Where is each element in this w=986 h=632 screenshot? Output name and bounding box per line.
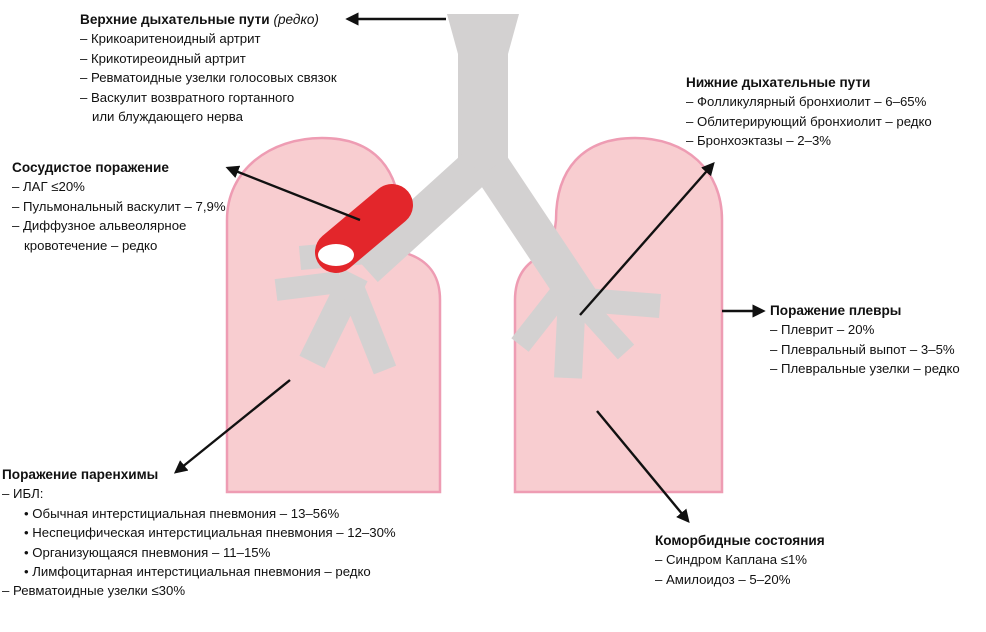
pleura-block: Поражение плевры – Плеврит – 20% – Плевр… xyxy=(770,301,960,379)
upper-airways-block: Верхние дыхательные пути (редко) – Крико… xyxy=(80,10,337,126)
upper-airways-item: – Васкулит возвратного гортанного xyxy=(80,89,295,105)
comorbid-block: Коморбидные состояния – Синдром Каплана … xyxy=(655,531,825,589)
pleura-title: Поражение плевры xyxy=(770,303,902,318)
comorbid-item: – Синдром Каплана ≤1% xyxy=(655,552,808,568)
upper-airways-item: – Крикоаритеноидный артрит xyxy=(80,31,261,47)
lower-airways-block: Нижние дыхательные пути – Фолликулярный … xyxy=(686,73,932,151)
comorbid-item: – Амилоидоз – 5–20% xyxy=(655,571,791,587)
right-lateral-branch xyxy=(584,288,661,318)
ild-item: • Лимфоцитарная интерстициальная пневмон… xyxy=(24,564,371,580)
comorbid-title: Коморбидные состояния xyxy=(655,533,825,548)
lower-airways-title: Нижние дыхательные пути xyxy=(686,75,871,90)
larynx xyxy=(447,14,519,54)
vascular-title: Сосудистое поражение xyxy=(12,160,169,175)
arrow-comorbid xyxy=(596,410,690,524)
right-middle-branch xyxy=(579,302,635,360)
upper-airways-item: – Крикотиреоидный артрит xyxy=(80,50,246,66)
ild-label: – ИБЛ: xyxy=(2,486,44,502)
trachea xyxy=(458,52,508,177)
vascular-item: – Диффузное альвеолярное xyxy=(12,218,187,234)
ild-item: • Обычная интерстициальная пневмония – 1… xyxy=(24,505,340,521)
vascular-item: – Пульмональный васкулит – 7,9% xyxy=(12,198,226,214)
left-lower-branch xyxy=(338,277,397,375)
vascular-block: Сосудистое поражение – ЛАГ ≤20% – Пульмо… xyxy=(12,158,226,255)
vascular-item: – ЛАГ ≤20% xyxy=(12,179,85,195)
right-main-bronchus xyxy=(476,157,596,311)
bronchi xyxy=(274,153,661,379)
arrow-lower-airways xyxy=(579,162,715,316)
arrow-vascular xyxy=(225,165,361,222)
right-upper-branch xyxy=(511,287,569,352)
pleura-item: – Плевральный выпот – 3–5% xyxy=(770,341,955,357)
lower-airways-item: – Бронхоэктазы – 2–3% xyxy=(686,133,832,149)
parenchyma-item: – Ревматоидные узелки ≤30% xyxy=(2,583,186,599)
arrows xyxy=(173,12,766,524)
pulmonary-vessel xyxy=(315,184,413,273)
left-lateral-branch xyxy=(274,271,342,301)
pleura-item: – Плеврит – 20% xyxy=(770,322,875,338)
upper-airways-item: – Ревматоидные узелки голосовых связок xyxy=(80,70,337,86)
upper-airways-title: Верхние дыхательные пути (редко) xyxy=(80,12,319,27)
vessel-lumen xyxy=(318,244,354,266)
parenchyma-block: Поражение паренхимы – ИБЛ: • Обычная инт… xyxy=(2,465,396,601)
parenchyma-title: Поражение паренхимы xyxy=(2,467,159,482)
upper-airways-note: (редко) xyxy=(273,12,319,27)
arrow-parenchyma xyxy=(173,379,291,474)
ild-item: • Неспецифическая интерстициальная пневм… xyxy=(24,525,396,541)
lower-airways-item: – Фолликулярный бронхиолит – 6–65% xyxy=(686,94,927,110)
lower-airways-item: – Облитерирующий бронхиолит – редко xyxy=(686,113,932,129)
ild-item: • Организующаяся пневмония – 11–15% xyxy=(24,544,271,560)
pleura-item: – Плевральные узелки – редко xyxy=(770,361,960,377)
vascular-item: кровотечение – редко xyxy=(24,237,158,253)
right-lower-bronchus xyxy=(554,295,586,379)
upper-airways-item: или блуждающего нерва xyxy=(92,109,243,125)
